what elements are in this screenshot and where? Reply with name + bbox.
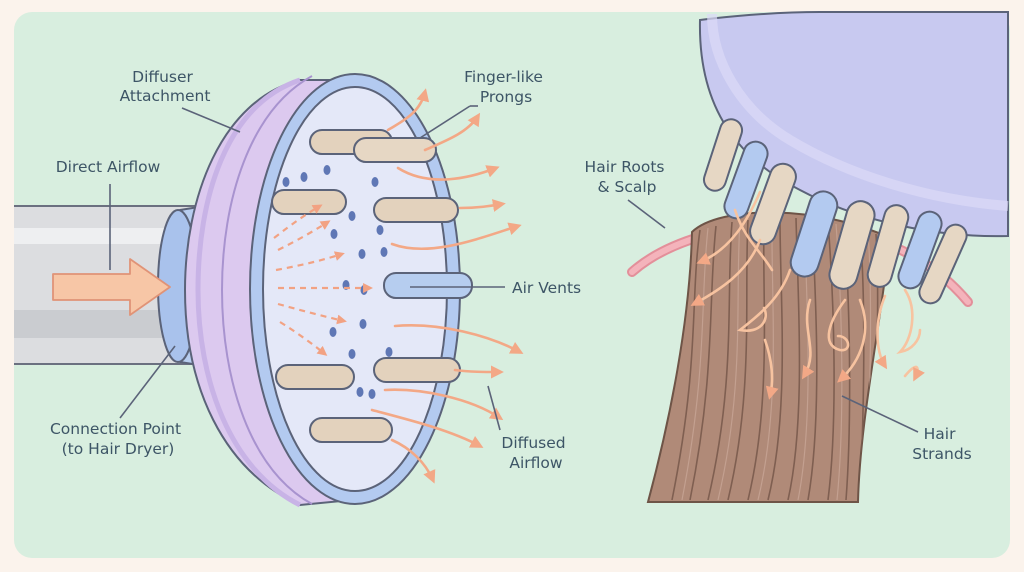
- label-hair-strands: Hair Strands: [912, 425, 972, 463]
- leader-lines: [109, 105, 919, 433]
- air-vents: [282, 165, 393, 399]
- label-diffuser-attachment: Diffuser Attachment: [120, 68, 211, 105]
- internal-airflow-arrows: [273, 204, 373, 356]
- direct-airflow-arrow-icon: [52, 258, 171, 316]
- swirl-airflow-icon: [690, 190, 925, 400]
- label-hair-roots: Hair Roots & Scalp: [585, 158, 670, 196]
- label-finger-prongs: Finger-like Prongs: [464, 68, 548, 106]
- label-connection-point: Connection Point (to Hair Dryer): [50, 420, 186, 458]
- diffused-airflow-arrow-icon: [370, 88, 524, 484]
- label-air-vents: Air Vents: [512, 279, 581, 297]
- diffuser-prongs: [271, 129, 473, 443]
- label-direct-airflow: Direct Airflow: [56, 158, 161, 176]
- label-diffused-airflow: Diffused Airflow: [501, 434, 570, 472]
- diffuser-prongs-in-use: [702, 118, 968, 305]
